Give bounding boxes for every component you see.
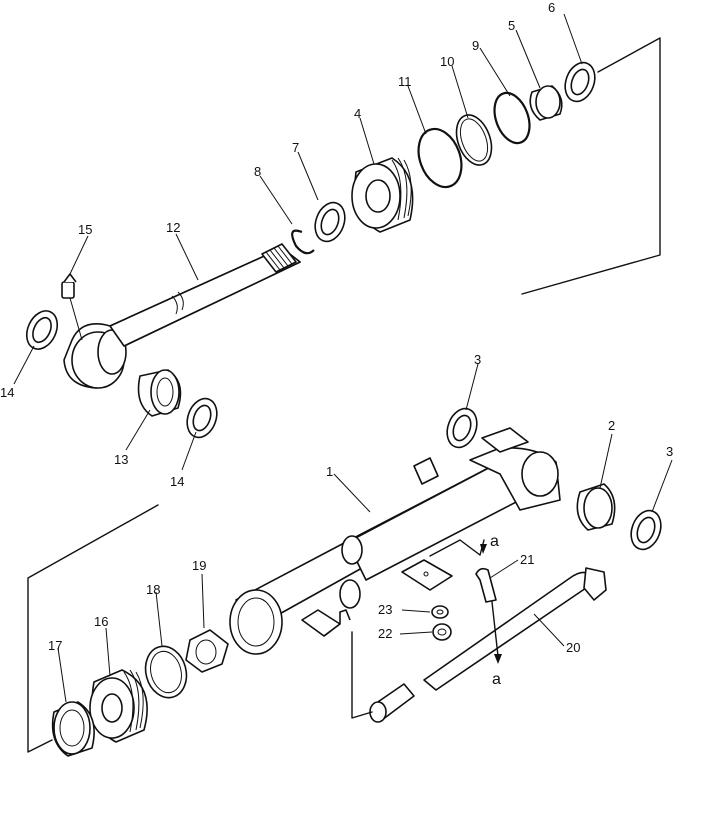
part-15-grease-nipple [61,273,77,299]
callout-11: 11 [398,74,412,89]
arrowhead-a-lower [494,654,502,664]
part-14-upper-ring [25,310,59,350]
callout-6: 6 [548,0,555,15]
flow-mark-a-upper: a [490,533,499,550]
callout-12: 12 [166,220,180,235]
arrowhead-a-upper [480,544,487,554]
callout-9: 9 [472,38,479,53]
callout-10: 10 [440,54,454,69]
part-6-ring [564,61,596,103]
part-11-o-ring [417,127,463,189]
callout-7: 7 [292,140,299,155]
part-21-pipe [475,567,497,603]
callout-18: 18 [146,582,160,597]
flow-line-a-upper [429,539,481,557]
leader-lines [13,13,673,703]
part-17-ring [51,701,95,757]
callout-23: 23 [378,602,392,617]
mounting-bracket [401,559,453,591]
part-2-bushing [576,483,616,531]
callout-16: 16 [94,614,108,629]
callout-1: 1 [326,464,333,479]
part-23-washer [431,605,449,619]
callout-4: 4 [354,106,361,121]
callout-14-lower: 14 [170,474,184,489]
flow-mark-a-lower: a [492,671,501,688]
part-16-piston [89,669,148,743]
part-3-ring-upper [446,407,478,449]
group-bracket-bottom [27,504,159,753]
part-12-piston-rod [63,243,301,389]
callout-3-right: 3 [666,444,673,459]
part-13-bushing [137,369,182,417]
callout-19: 19 [192,558,206,573]
fitting-to-hose-bracket [351,631,373,719]
port-fitting-block [301,609,351,637]
callout-21: 21 [520,552,534,567]
part-8-snap-ring [291,229,315,255]
part-18-ring [144,645,188,699]
callout-8: 8 [254,164,261,179]
part-19-nut [185,629,229,673]
part-5-bushing [529,85,563,121]
callout-20: 20 [566,640,580,655]
part-10-ring [455,114,493,166]
callout-2: 2 [608,418,615,433]
part-7-ring [314,201,346,243]
callout-22: 22 [378,626,392,641]
part-22-nut [432,623,452,641]
callout-13: 13 [114,452,128,467]
part-20-hose [369,567,607,723]
group-bracket-top [521,37,661,295]
callout-15: 15 [78,222,92,237]
callout-14-upper: 14 [0,385,14,400]
callout-3-upper: 3 [474,352,481,367]
part-1-cylinder-tube [229,427,561,655]
part-4-piston-head [351,157,414,233]
flow-line-a-lower [491,601,499,657]
callout-5: 5 [508,18,515,33]
part-3-ring-right [630,509,662,551]
callout-17: 17 [48,638,62,653]
part-14-lower-ring [186,397,218,439]
part-9-o-ring [493,91,531,145]
